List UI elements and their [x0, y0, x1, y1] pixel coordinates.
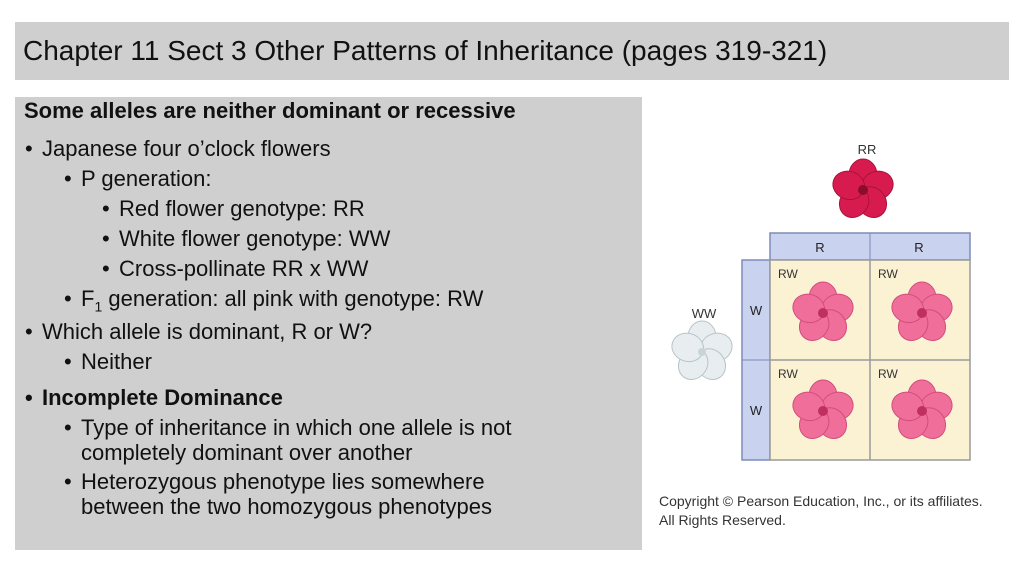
- side-parent-label: WW: [692, 306, 717, 321]
- white-flower-icon: [667, 320, 737, 386]
- bullet-p-generation: •P generation:: [64, 166, 212, 191]
- bullet-cross-pollinate: •Cross-pollinate RR x WW: [102, 256, 369, 281]
- punnett-square-figure: RR WW R R W W RW RW RW RW: [667, 142, 971, 461]
- bullet-type-of-inheritance: •Type of inheritance in which one allele…: [64, 415, 512, 465]
- row-header-2: W: [750, 403, 763, 418]
- bullet-white-genotype: •White flower genotype: WW: [102, 226, 391, 251]
- pink-flower-icon: [788, 281, 858, 347]
- bullet-incomplete-dominance: •Incomplete Dominance: [25, 385, 283, 410]
- pink-flower-icon: [887, 281, 957, 347]
- cell-3-genotype: RW: [778, 367, 798, 381]
- title-bar: Chapter 11 Sect 3 Other Patterns of Inhe…: [15, 22, 1009, 80]
- column-header-1: R: [815, 240, 824, 255]
- section-heading: Some alleles are neither dominant or rec…: [24, 98, 516, 123]
- slide-title: Chapter 11 Sect 3 Other Patterns of Inhe…: [23, 35, 828, 66]
- cell-1-genotype: RW: [778, 267, 798, 281]
- pink-flower-icon: [887, 379, 957, 445]
- red-flower-icon: [828, 158, 898, 224]
- pink-flower-icon: [788, 379, 858, 445]
- content-box: Some alleles are neither dominant or rec…: [15, 97, 642, 550]
- bullet-flowers: •Japanese four o’clock flowers: [25, 136, 331, 161]
- column-header-2: R: [914, 240, 923, 255]
- cell-4-genotype: RW: [878, 367, 898, 381]
- bullet-f1-generation: •F1 generation: all pink with genotype: …: [64, 286, 484, 315]
- bullet-neither: •Neither: [64, 349, 152, 374]
- cell-2-genotype: RW: [878, 267, 898, 281]
- bullet-which-dominant: •Which allele is dominant, R or W?: [25, 319, 373, 344]
- bullet-red-genotype: •Red flower genotype: RR: [102, 196, 365, 221]
- row-header-1: W: [750, 303, 763, 318]
- top-parent-label: RR: [858, 142, 877, 157]
- copyright-notice: Copyright © Pearson Education, Inc., or …: [659, 493, 983, 528]
